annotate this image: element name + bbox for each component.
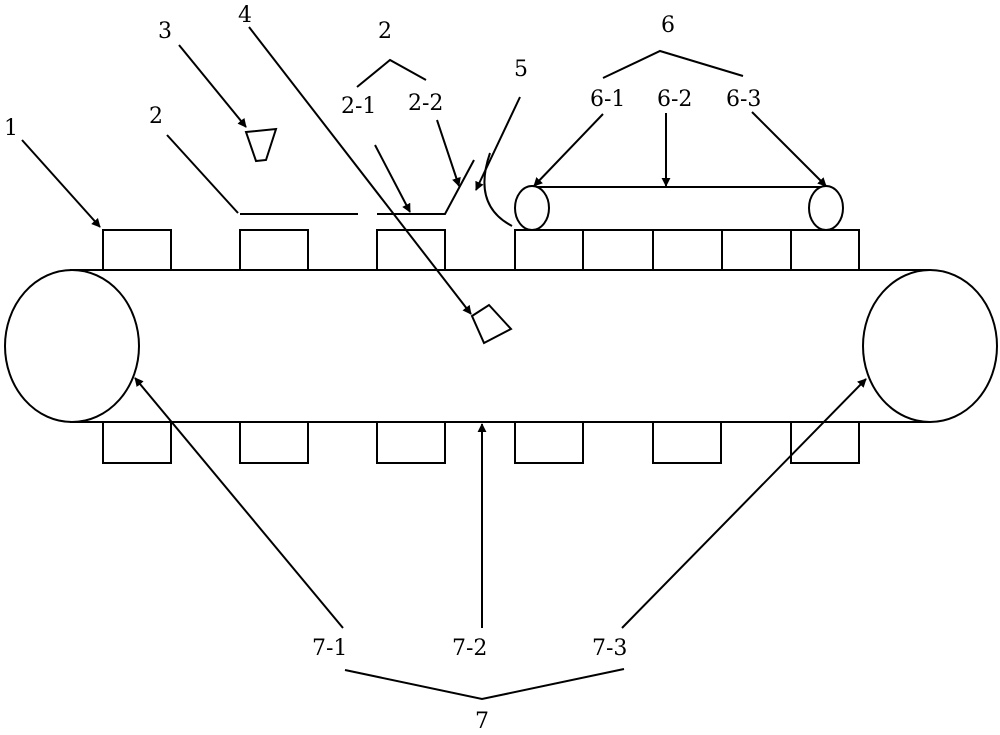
right-roller (862, 269, 998, 423)
bottom-block (790, 421, 860, 464)
leader-7-3 (621, 378, 867, 629)
top-block (239, 229, 309, 271)
label-7-3: 7-3 (592, 636, 627, 661)
top-block (514, 229, 584, 271)
label-6-2: 6-2 (657, 87, 692, 112)
leader-5 (475, 96, 521, 191)
bracket-2 (356, 58, 427, 88)
label-7: 7 (475, 709, 489, 734)
label-7-1: 7-1 (312, 636, 347, 661)
nozzle-3 (244, 127, 278, 163)
leader-4 (248, 26, 472, 315)
top-block (102, 229, 172, 271)
label-3: 3 (158, 19, 172, 44)
label-7-2: 7-2 (452, 636, 487, 661)
label-6-1: 6-1 (590, 87, 625, 112)
label-4: 4 (238, 3, 252, 28)
leader-2 (166, 134, 239, 214)
leader-6-1 (533, 113, 604, 187)
leader-6-3 (751, 111, 827, 187)
bracket-7 (344, 668, 625, 701)
bottom-block (376, 421, 446, 464)
label-1: 1 (4, 116, 18, 141)
label-5: 5 (514, 57, 528, 82)
leader-7-1 (134, 377, 344, 629)
bracket-6 (602, 49, 744, 79)
label-2-group: 2 (378, 19, 392, 44)
bottom-block (514, 421, 584, 464)
leader-1 (21, 139, 101, 228)
nozzle-4 (470, 303, 513, 345)
leader-2-2 (436, 119, 461, 187)
coating-scraper (377, 159, 475, 215)
top-block (652, 229, 723, 271)
label-2: 2 (149, 104, 163, 129)
press-roller-right (808, 185, 844, 231)
left-roller (4, 269, 140, 423)
label-6: 6 (661, 13, 675, 38)
label-2-1: 2-1 (341, 94, 376, 119)
top-block (790, 229, 860, 271)
guide-5 (483, 152, 513, 227)
leader-3 (178, 44, 247, 128)
bottom-block (239, 421, 309, 464)
label-6-3: 6-3 (726, 87, 761, 112)
top-block (582, 229, 654, 271)
bottom-block (652, 421, 722, 464)
bottom-block (102, 421, 172, 464)
leader-2-1 (374, 144, 411, 213)
label-2-2: 2-2 (408, 91, 443, 116)
top-block (721, 229, 792, 271)
top-block (376, 229, 446, 271)
press-roller-left (514, 185, 550, 231)
